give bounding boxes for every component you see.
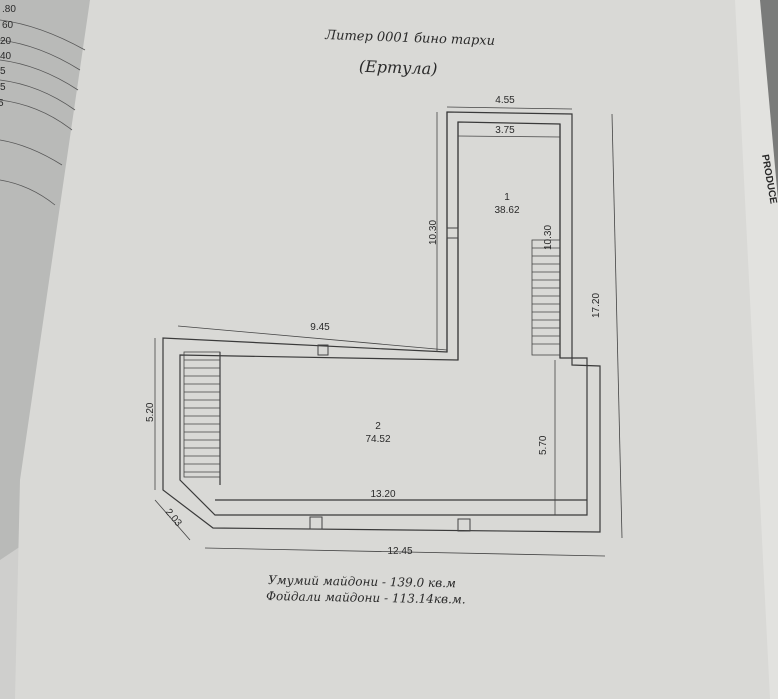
useful-area: Фойдали майдони - 113.14кв.м. — [266, 589, 466, 606]
left-page-numbers: .80 60 20 40 5 5 5 — [0, 4, 16, 109]
room-1-number: 1 — [504, 192, 510, 203]
room-labels: 1 38.62 2 74.52 — [365, 192, 519, 445]
svg-text:5: 5 — [0, 98, 4, 109]
dim-top-outer: 4.55 — [495, 95, 515, 106]
svg-text:40: 40 — [0, 51, 12, 62]
dim-left-room1: 10.30 — [428, 220, 439, 245]
plan-title: Литер 0001 бино тархи — [324, 28, 495, 49]
plan-subtitle: (Ертула) — [359, 57, 438, 79]
svg-text:5: 5 — [0, 66, 6, 77]
stairs — [183, 239, 561, 478]
svg-text:5: 5 — [0, 82, 6, 93]
left-page — [0, 0, 90, 560]
windows — [309, 227, 471, 532]
dim-upper-left: 9.45 — [310, 322, 330, 333]
dim-inner-bottom: 13.20 — [370, 489, 395, 500]
dim-right-room2: 5.70 — [538, 435, 549, 455]
room-2-area: 74.52 — [365, 434, 390, 445]
dim-top-inner: 3.75 — [495, 125, 515, 136]
dim-left-room2: 5.20 — [145, 402, 156, 422]
dim-right-room1: 10.30 — [543, 225, 554, 250]
dimension-lines — [154, 106, 623, 557]
room-1-area: 38.62 — [494, 205, 519, 216]
left-page-lines — [0, 19, 86, 206]
svg-text:60: 60 — [2, 20, 14, 31]
dim-total-height: 17.20 — [591, 293, 602, 318]
dim-outer-bottom: 12.45 — [387, 546, 412, 557]
svg-text:20: 20 — [0, 36, 12, 47]
room-2-number: 2 — [375, 421, 381, 432]
right-sheet — [735, 0, 778, 699]
svg-text:.80: .80 — [2, 4, 16, 15]
total-area: Умумий майдони - 139.0 кв.м — [268, 573, 456, 590]
